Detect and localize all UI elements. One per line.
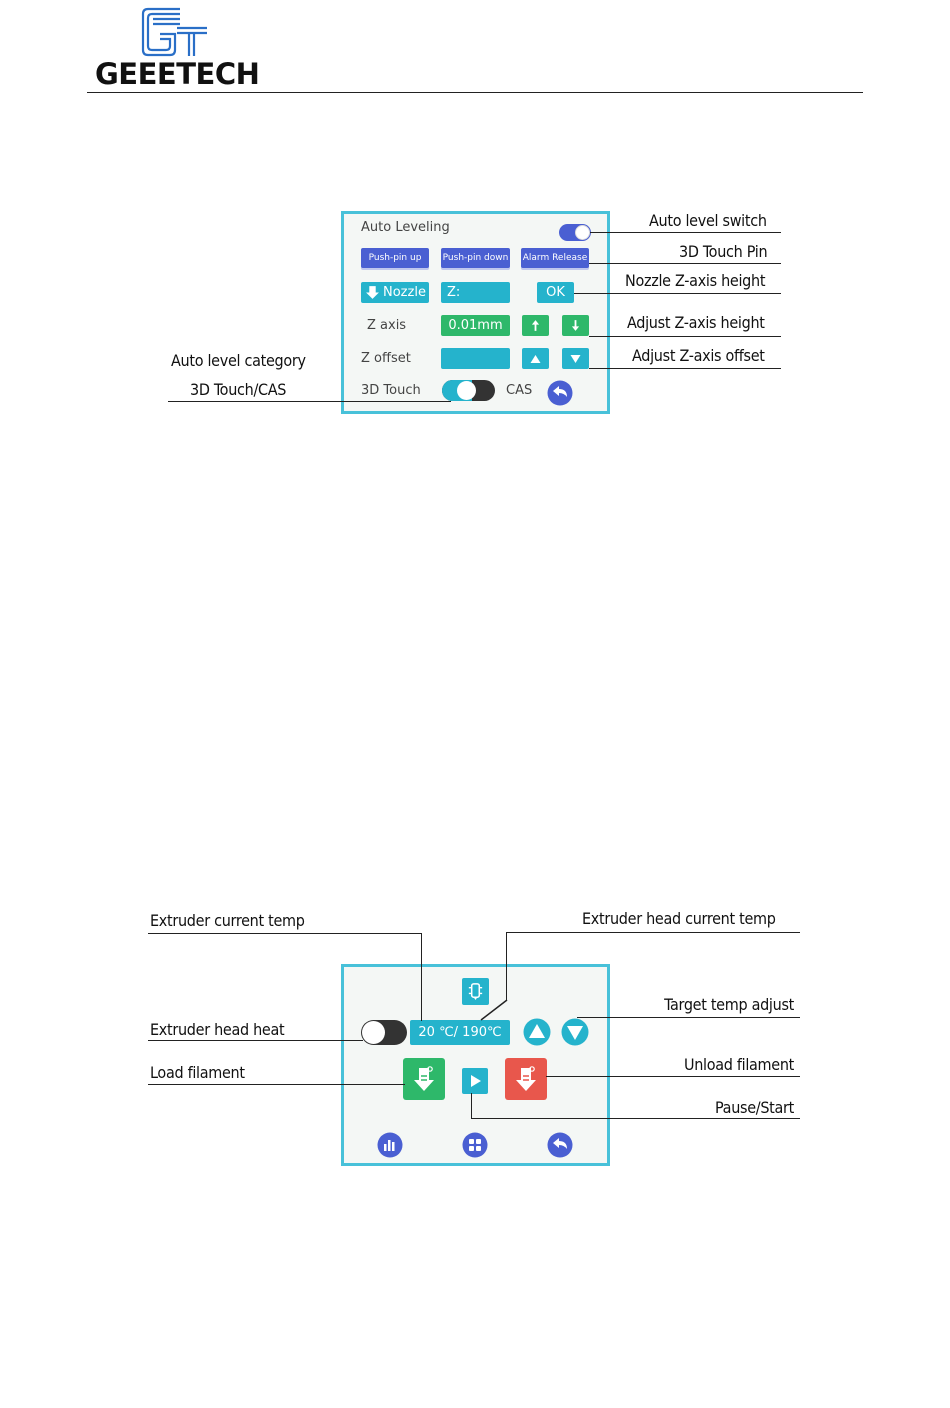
leader-unload-filament [546, 1076, 800, 1077]
load-filament-button[interactable] [403, 1058, 445, 1100]
auto-level-toggle[interactable] [559, 224, 591, 241]
probe-3d-touch-label: 3D Touch [361, 383, 421, 398]
arrow-down-icon [571, 320, 580, 331]
z-axis-up-button[interactable] [522, 315, 549, 336]
header-divider [87, 92, 863, 93]
leader-adjust-z-offset [589, 368, 781, 369]
extruder-head-icon [468, 983, 483, 1001]
probe-type-toggle[interactable] [442, 380, 495, 401]
geeetech-logo-icon [141, 7, 207, 57]
leader-adjust-z-height [589, 336, 781, 337]
push-pin-up-button[interactable]: Push-pin up [361, 248, 429, 268]
home-grid-icon[interactable] [462, 1132, 488, 1158]
z-offset-label: Z offset [361, 351, 411, 366]
callout-3d-touch-pin: 3D Touch Pin [679, 242, 768, 261]
leader-target-temp-adjust [577, 1017, 800, 1018]
leader-extruder-head-temp-h [507, 932, 800, 933]
leader-extruder-current-temp-h [148, 933, 421, 934]
callout-3d-touch-cas: 3D Touch/CAS [190, 380, 287, 399]
arrow-up-icon [531, 320, 540, 331]
callout-extruder-head-current-temp: Extruder head current temp [582, 909, 776, 928]
extruder-head-indicator [462, 978, 489, 1005]
z-height-field-label: Z: [447, 285, 461, 300]
leader-extruder-head-heat [148, 1040, 363, 1041]
callout-target-temp-adjust: Target temp adjust [664, 995, 794, 1014]
play-icon [471, 1075, 481, 1087]
z-offset-down-button[interactable] [562, 348, 589, 369]
triangle-down-icon [570, 355, 581, 363]
leader-load-filament [148, 1084, 405, 1085]
leader-auto-level-switch [590, 232, 781, 233]
brand-wordmark: GEEETECH [95, 57, 260, 91]
extruder-heat-toggle-knob [362, 1021, 385, 1044]
leader-extruder-head-temp-v [506, 932, 507, 1000]
callout-nozzle-z-height: Nozzle Z-axis height [625, 271, 766, 290]
back-icon[interactable] [547, 1132, 573, 1158]
callout-unload-filament: Unload filament [683, 1055, 794, 1074]
probe-cas-label: CAS [506, 383, 533, 398]
unload-filament-icon [516, 1066, 536, 1091]
callout-pause-start: Pause/Start [715, 1098, 794, 1117]
extruder-heat-toggle[interactable] [361, 1020, 407, 1045]
probe-type-toggle-knob [457, 381, 476, 400]
callout-load-filament: Load filament [150, 1063, 245, 1082]
leader-pause-start-h [471, 1118, 800, 1119]
leader-extruder-head-temp-diag [480, 999, 508, 1021]
auto-level-toggle-knob [575, 225, 590, 240]
nozzle-button-label: Nozzle [383, 285, 426, 300]
z-axis-down-button[interactable] [562, 315, 589, 336]
z-axis-label: Z axis [367, 318, 407, 333]
callout-auto-level-category: Auto level category [171, 351, 306, 370]
callout-adjust-z-offset: Adjust Z-axis offset [632, 346, 765, 365]
leader-pause-start-v [471, 1093, 472, 1118]
ok-button[interactable]: OK [537, 282, 574, 303]
target-temp-down-icon[interactable] [561, 1018, 589, 1046]
pause-start-button[interactable] [462, 1068, 488, 1094]
push-pin-down-button[interactable]: Push-pin down [441, 248, 510, 268]
temperature-readout: 20 ℃/ 190℃ [410, 1020, 510, 1045]
nozzle-button[interactable]: Nozzle [361, 282, 429, 303]
callout-adjust-z-height: Adjust Z-axis height [627, 313, 765, 332]
unload-filament-button[interactable] [505, 1058, 547, 1100]
load-filament-icon [414, 1066, 434, 1091]
arrow-down-icon [366, 286, 379, 299]
z-height-field[interactable]: Z: [441, 282, 510, 303]
z-axis-step-field[interactable]: 0.01mm [441, 315, 510, 336]
leader-3d-touch-pin [589, 263, 781, 264]
alarm-release-button[interactable]: Alarm Release [521, 248, 589, 268]
back-icon[interactable] [547, 380, 573, 406]
auto-leveling-title: Auto Leveling [361, 220, 450, 235]
leader-extruder-current-temp-v [421, 933, 422, 1021]
callout-extruder-head-heat: Extruder head heat [150, 1020, 285, 1039]
callout-extruder-current-temp: Extruder current temp [150, 911, 305, 930]
target-temp-up-icon[interactable] [523, 1018, 551, 1046]
leader-auto-level-category [168, 401, 451, 402]
z-offset-field[interactable] [441, 348, 510, 369]
callout-auto-level-switch: Auto level switch [649, 211, 767, 230]
z-offset-up-button[interactable] [522, 348, 549, 369]
leader-nozzle-z-height [574, 293, 781, 294]
triangle-up-icon [530, 355, 541, 363]
stats-icon[interactable] [377, 1132, 403, 1158]
